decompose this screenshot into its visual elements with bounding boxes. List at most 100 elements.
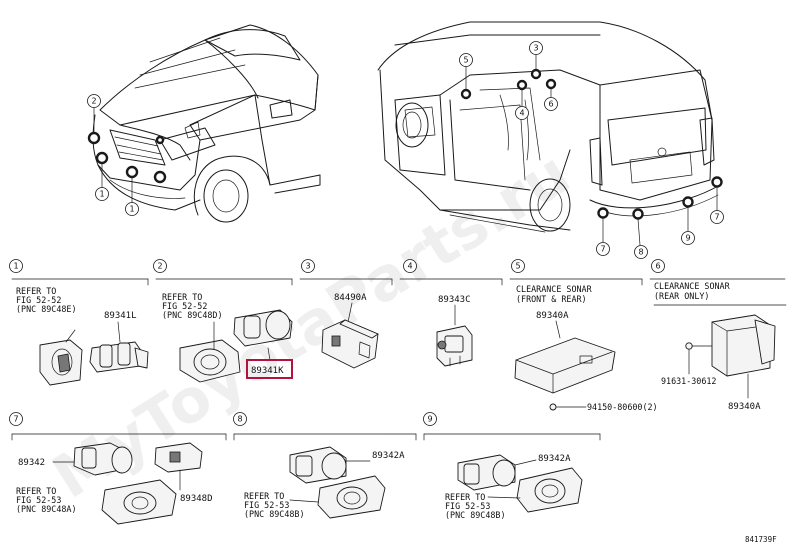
svg-text:5: 5 (463, 56, 468, 65)
front-callout-2[interactable]: 2 (87, 94, 101, 108)
row2-section-headers (11, 433, 601, 441)
section-8-ref-line2: FIG 52-53 (244, 500, 289, 510)
rear-sensor-7a (597, 207, 609, 219)
front-callout-1b[interactable]: 1 (125, 202, 139, 216)
svg-text:5: 5 (515, 262, 520, 271)
svg-text:6: 6 (655, 262, 660, 271)
section-7-number[interactable]: 7 (9, 412, 23, 426)
section-7-part-89342[interactable]: 89342 (18, 458, 45, 468)
section-2-number[interactable]: 2 (153, 259, 167, 273)
section-8-number[interactable]: 8 (233, 412, 247, 426)
rear-sensor-9 (682, 196, 694, 208)
section-7-ref-line2: FIG 52-53 (16, 495, 61, 505)
svg-text:9: 9 (427, 415, 432, 424)
rear-callout-6[interactable]: 6 (544, 97, 558, 111)
section-5-heading-line1: CLEARANCE SONAR (516, 284, 593, 294)
rear-callout-7b[interactable]: 7 (710, 210, 724, 224)
section-6-part-91631-30612[interactable]: 91631-30612 (661, 376, 716, 386)
section-4-number[interactable]: 4 (403, 259, 417, 273)
section-9-part-89342A[interactable]: 89342A (538, 454, 571, 464)
svg-text:3: 3 (533, 44, 538, 53)
section-2-ref-line1: REFER TO (162, 292, 202, 302)
row1-section-headers (11, 278, 786, 286)
section-9: 9 89342A REFER TO FIG 52-53 (PNC 89C48B) (423, 412, 583, 520)
front-sensor-1 (87, 131, 101, 145)
section-7: 7 89342 89348D REFER TO FIG 52-53 (PNC 8… (9, 412, 213, 525)
highlighted-part-box[interactable] (246, 359, 293, 379)
svg-text:2: 2 (91, 97, 96, 106)
svg-text:1: 1 (13, 262, 18, 271)
section-5: 5 CLEARANCE SONAR (FRONT & REAR) 89340A … (511, 259, 658, 412)
section-1-ref-line3: (PNC 89C48E) (16, 304, 77, 314)
section-3-number[interactable]: 3 (301, 259, 315, 273)
section-5-part-94150-80600[interactable]: 94150-80600(2) (587, 402, 658, 412)
front-vehicle-illustration (92, 24, 321, 223)
svg-text:6: 6 (548, 100, 553, 109)
svg-text:8: 8 (237, 415, 242, 424)
svg-text:4: 4 (519, 109, 524, 118)
section-2-ref-line3: (PNC 89C48D) (162, 310, 223, 320)
section-5-heading-line2: (FRONT & REAR) (516, 294, 587, 304)
section-9-ref-line1: REFER TO (445, 492, 485, 502)
section-6: 6 CLEARANCE SONAR (REAR ONLY) 91631-3061… (651, 259, 787, 412)
section-7-ref-line1: REFER TO (16, 486, 56, 496)
svg-text:1: 1 (129, 205, 134, 214)
section-4: 4 89343C (403, 259, 473, 367)
svg-text:9: 9 (685, 234, 690, 243)
front-sensor-3 (125, 165, 139, 179)
rear-sensor-3 (530, 68, 542, 80)
rear-callout-5[interactable]: 5 (459, 53, 473, 67)
rear-vehicle-illustration (377, 21, 721, 233)
svg-text:7: 7 (600, 245, 605, 254)
section-3: 3 84490A (301, 259, 379, 369)
section-1: 1 REFER TO FIG 52-52 (PNC 89C48E) 89341L (9, 259, 149, 386)
section-6-heading-line1: CLEARANCE SONAR (654, 281, 731, 291)
section-7-part-89348D[interactable]: 89348D (180, 494, 213, 504)
rear-callout-4[interactable]: 4 (515, 106, 529, 120)
rear-sensor-8 (632, 208, 644, 220)
section-9-ref-line3: (PNC 89C48B) (445, 510, 506, 520)
svg-text:7: 7 (714, 213, 719, 222)
svg-text:8: 8 (638, 248, 643, 257)
rear-callout-7a[interactable]: 7 (596, 242, 610, 256)
section-2-part-89341K[interactable]: 89341K (251, 366, 284, 376)
section-6-number[interactable]: 6 (651, 259, 665, 273)
section-9-number[interactable]: 9 (423, 412, 437, 426)
section-1-part-89341L[interactable]: 89341L (104, 311, 137, 321)
section-8-ref-line1: REFER TO (244, 491, 284, 501)
rear-callout-9[interactable]: 9 (681, 231, 695, 245)
section-8-part-89342A[interactable]: 89342A (372, 451, 405, 461)
section-8-ref-line3: (PNC 89C48B) (244, 509, 305, 519)
rear-sensor-7b (711, 176, 723, 188)
section-7-ref-line3: (PNC 89C48A) (16, 504, 77, 514)
figure-code: 841739F (745, 535, 777, 544)
svg-text:7: 7 (13, 415, 18, 424)
svg-text:3: 3 (305, 262, 310, 271)
section-5-number[interactable]: 5 (511, 259, 525, 273)
section-2-ref-line2: FIG 52-52 (162, 301, 207, 311)
front-sensor-2 (95, 151, 109, 165)
section-1-ref-line2: FIG 52-52 (16, 295, 61, 305)
rear-callout-3[interactable]: 3 (529, 41, 543, 55)
section-2: 2 REFER TO FIG 52-52 (PNC 89C48D) 89341K (153, 259, 293, 383)
rear-callout-8[interactable]: 8 (634, 245, 648, 259)
svg-text:2: 2 (157, 262, 162, 271)
rear-sensor-5 (460, 88, 472, 100)
rear-sensor-6 (545, 78, 557, 90)
front-sensor-4 (153, 170, 167, 184)
front-sensor-5 (155, 135, 165, 145)
section-6-heading-line2: (REAR ONLY) (654, 291, 709, 301)
section-5-part-89340A[interactable]: 89340A (536, 311, 569, 321)
section-1-number[interactable]: 1 (9, 259, 23, 273)
section-6-part-89340A[interactable]: 89340A (728, 402, 761, 412)
svg-text:1: 1 (99, 190, 104, 199)
section-4-part-89343C[interactable]: 89343C (438, 295, 471, 305)
svg-text:4: 4 (407, 262, 412, 271)
front-callout-1a[interactable]: 1 (95, 187, 109, 201)
section-9-ref-line2: FIG 52-53 (445, 501, 490, 511)
section-3-part-84490A[interactable]: 84490A (334, 293, 367, 303)
section-8: 8 89342A REFER TO FIG 52-53 (PNC 89C48B) (233, 412, 405, 519)
section-1-ref-line1: REFER TO (16, 286, 56, 296)
rear-sensor-4 (516, 79, 528, 91)
